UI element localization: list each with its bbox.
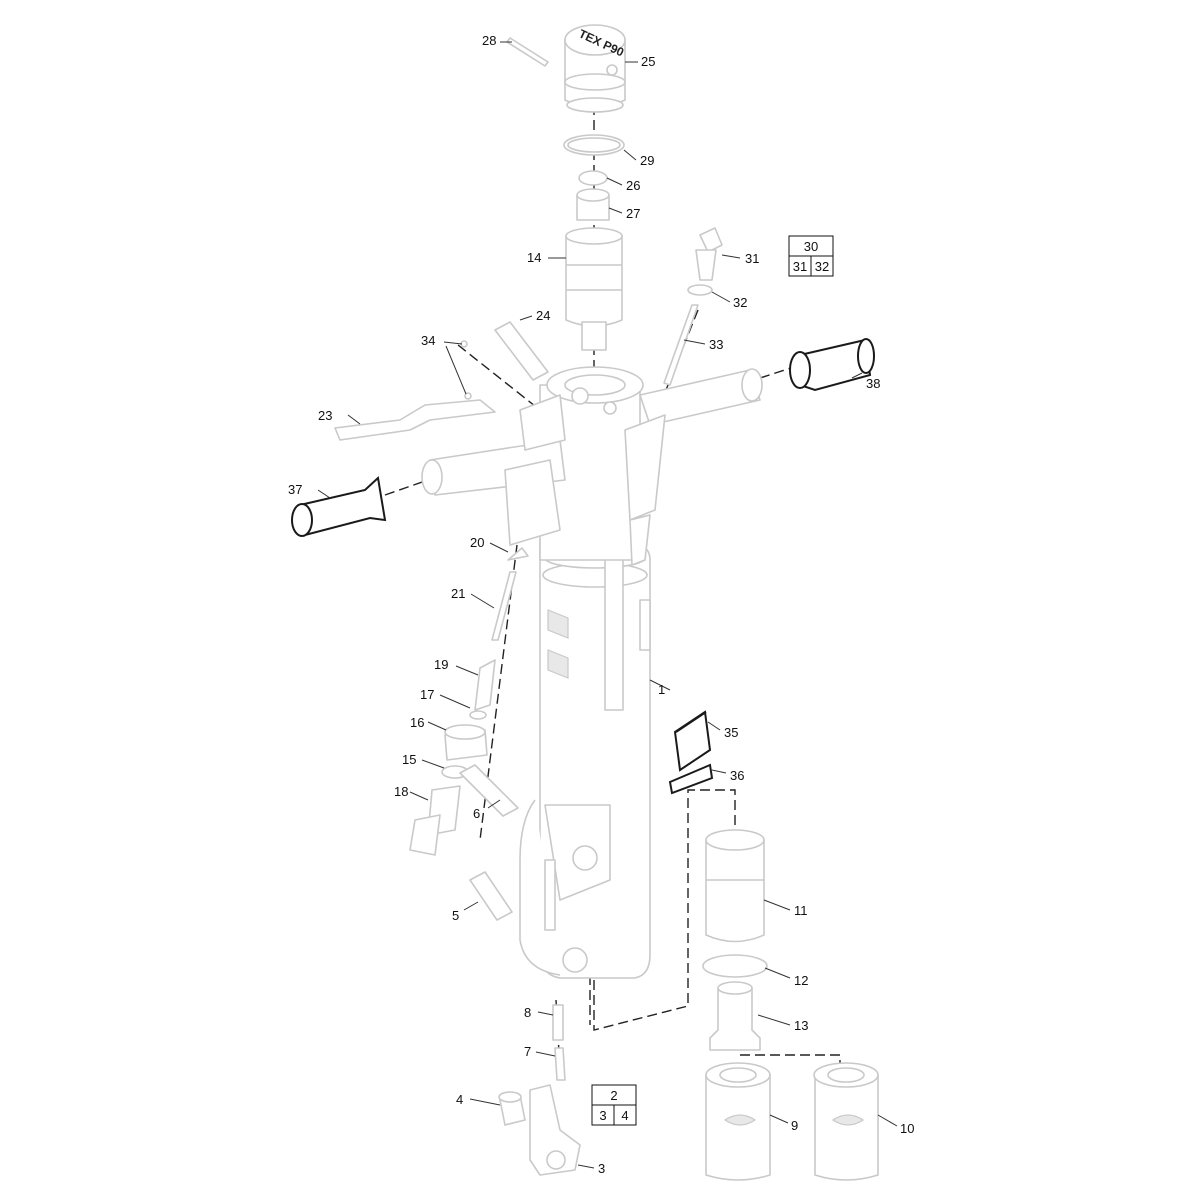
part-5-pin (469, 871, 513, 921)
label-part-19: 19 (434, 657, 448, 672)
part-8-spring (552, 1004, 564, 1041)
part-27-nut (576, 188, 610, 221)
part-23-lever (334, 399, 496, 441)
part-10-chuck (813, 1062, 879, 1181)
part-28-pin (506, 37, 549, 67)
part-33-rod (663, 304, 699, 386)
label-part-13: 13 (794, 1018, 808, 1033)
kit-30-title: 30 (804, 239, 818, 254)
part-9-chuck (705, 1062, 771, 1181)
label-part-38: 38 (866, 376, 880, 391)
part-6-pin (459, 764, 519, 817)
part-20-cone (507, 547, 529, 561)
label-part-8: 8 (524, 1005, 531, 1020)
label-part-20: 20 (470, 535, 484, 550)
label-part-37: 37 (288, 482, 302, 497)
part-4-bush (498, 1091, 526, 1126)
part-26-disc (578, 170, 608, 186)
label-part-29: 29 (640, 153, 654, 168)
part-37-left-grip (291, 476, 387, 537)
handle-assembly (421, 366, 763, 566)
part-labels: 28 25 29 26 27 14 31 32 33 24 34 23 37 3… (288, 33, 914, 1176)
label-part-33: 33 (709, 337, 723, 352)
part-29-o-ring-inner (567, 137, 621, 153)
label-part-16: 16 (410, 715, 424, 730)
label-part-4: 4 (456, 1092, 463, 1107)
label-part-34: 34 (421, 333, 435, 348)
part-3-latch (529, 1084, 581, 1176)
part-34-screw-b (464, 392, 472, 400)
label-part-23: 23 (318, 408, 332, 423)
label-part-5: 5 (452, 908, 459, 923)
kit-2-item-4: 4 (621, 1108, 628, 1123)
part-32-o-ring (687, 284, 713, 296)
label-part-6: 6 (473, 806, 480, 821)
label-part-24: 24 (536, 308, 550, 323)
label-part-32: 32 (733, 295, 747, 310)
label-part-27: 27 (626, 206, 640, 221)
part-13-sleeve (709, 981, 761, 1051)
part-18-valve-body (409, 785, 461, 856)
kit-2-item-3: 3 (599, 1108, 606, 1123)
kit-30-item-31: 31 (793, 259, 807, 274)
part-19-spring (474, 659, 496, 711)
label-part-1: 1 (658, 682, 665, 697)
part-38-right-grip (789, 338, 875, 392)
part-35-label-plate (673, 710, 712, 772)
part-14-piston (565, 227, 623, 351)
label-part-3: 3 (598, 1161, 605, 1176)
label-part-25: 25 (641, 54, 655, 69)
part-11-bushing (705, 829, 765, 943)
part-7-pin (554, 1047, 566, 1081)
leader-lines (317, 41, 898, 1169)
part-17-washer (469, 710, 487, 720)
part-16-bushing (444, 724, 488, 761)
label-part-7: 7 (524, 1044, 531, 1059)
label-part-36: 36 (730, 768, 744, 783)
part-25-top-cap: TEX P90 (564, 24, 626, 113)
label-part-26: 26 (626, 178, 640, 193)
label-part-15: 15 (402, 752, 416, 767)
part-12-retaining-ring (702, 954, 768, 978)
kit-table-2: 2 3 4 (591, 1084, 637, 1126)
label-part-9: 9 (791, 1118, 798, 1133)
label-part-11: 11 (794, 903, 808, 918)
label-part-31: 31 (745, 251, 759, 266)
label-part-21: 21 (451, 586, 465, 601)
label-part-18: 18 (394, 784, 408, 799)
label-part-28: 28 (482, 33, 496, 48)
label-part-35: 35 (724, 725, 738, 740)
label-part-14: 14 (527, 250, 541, 265)
label-part-17: 17 (420, 687, 434, 702)
kit-table-30: 30 31 32 (788, 235, 834, 277)
part-31-valve (695, 227, 723, 281)
part-36-label-strip (668, 763, 714, 795)
label-part-12: 12 (794, 973, 808, 988)
label-part-10: 10 (900, 1121, 914, 1136)
kit-2-title: 2 (610, 1088, 617, 1103)
part-24-pin (494, 321, 549, 381)
kit-30-item-32: 32 (815, 259, 829, 274)
part-21-rod (491, 571, 517, 641)
